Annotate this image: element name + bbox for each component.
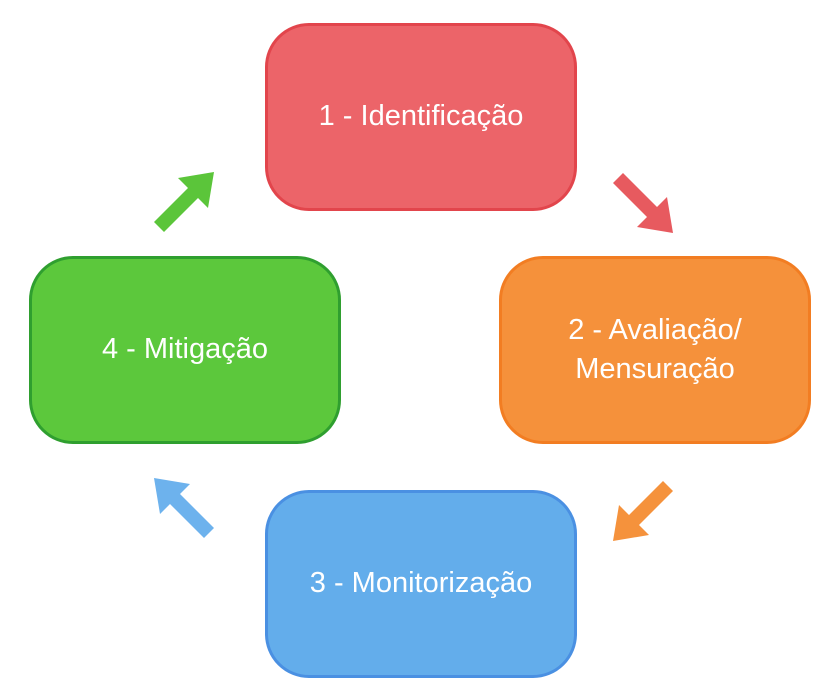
step-mitigacao-label: 4 - Mitigação xyxy=(101,333,268,366)
step-avaliacao-label: 2 - Avaliação/ Mensuração xyxy=(568,313,742,385)
step-avaliacao-mensuracao: 2 - Avaliação/ Mensuração xyxy=(499,256,811,444)
step-identificacao-label: 1 - Identificação xyxy=(318,100,524,133)
arrow-up-left-shape xyxy=(154,478,214,538)
arrow-down-left-icon xyxy=(613,481,673,541)
arrow-up-right-shape xyxy=(154,172,214,232)
step-identificacao: 1 - Identificação xyxy=(265,23,577,211)
arrow-down-right-icon xyxy=(613,173,673,233)
step-monitorizacao-label: 3 - Monitorização xyxy=(309,567,533,600)
arrow-down-right-shape xyxy=(613,173,673,233)
step-mitigacao: 4 - Mitigação xyxy=(29,256,341,444)
step-monitorizacao: 3 - Monitorização xyxy=(265,490,577,678)
arrow-up-right-icon xyxy=(154,172,214,232)
arrow-down-left-shape xyxy=(613,481,673,541)
arrow-up-left-icon xyxy=(154,478,214,538)
